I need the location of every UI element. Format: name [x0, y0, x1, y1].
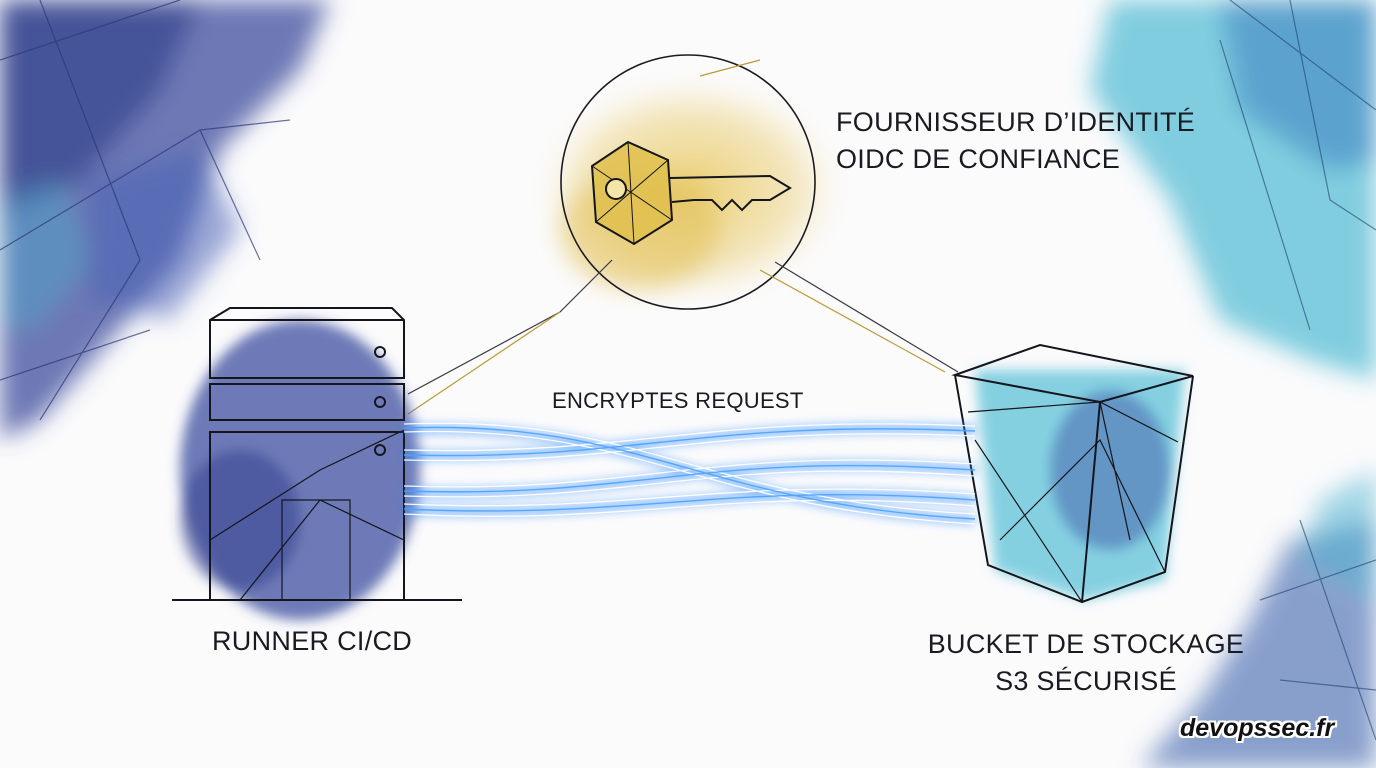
- bucket-label: BUCKET DE STOCKAGE S3 SÉCURISÉ: [916, 626, 1256, 700]
- bucket-icon: [951, 343, 1194, 604]
- bucket-line1: BUCKET DE STOCKAGE: [927, 629, 1245, 659]
- channel-label: ENCRYPTES REQUEST: [552, 388, 804, 413]
- identity-provider-line2: OIDC DE CONFIANCE: [836, 144, 1121, 174]
- server-rack-icon: [172, 307, 462, 620]
- bucket-line2: S3 SÉCURISÉ: [995, 666, 1177, 696]
- key-icon: [590, 140, 792, 246]
- identity-provider-circle: [560, 54, 816, 310]
- identity-provider-line1: FOURNISSEUR D’IDENTITÉ: [836, 107, 1196, 137]
- runner-label: RUNNER CI/CD: [212, 626, 413, 656]
- watercolor-top-right: [1090, 0, 1376, 768]
- trust-lines: [407, 59, 959, 415]
- watercolor-right-lines: [1219, 0, 1376, 741]
- identity-provider-label: FOURNISSEUR D’IDENTITÉ OIDC DE CONFIANCE: [836, 104, 1195, 178]
- watercolor-top-left-lines: [0, 0, 291, 421]
- encrypted-beams: [403, 422, 976, 525]
- brand-watermark: devopssec.fr: [1180, 714, 1335, 742]
